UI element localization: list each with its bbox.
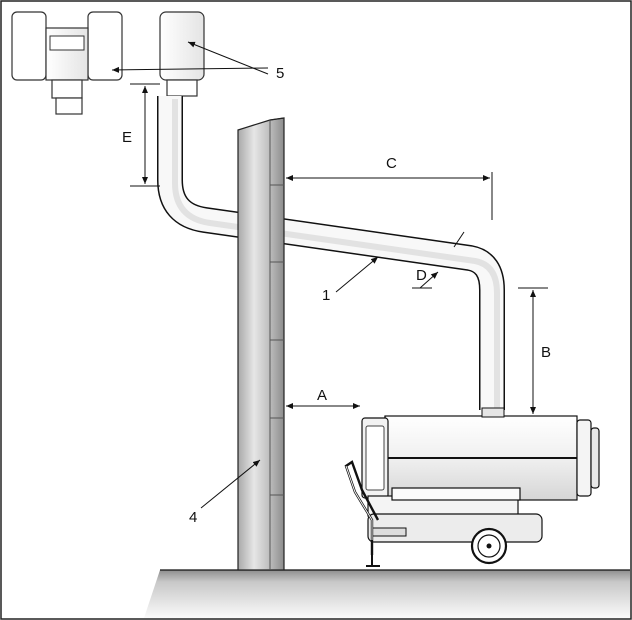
chimney-cap-left [11, 11, 123, 115]
label-dimension-a: A [317, 387, 327, 404]
dimension-d-marker [412, 271, 439, 289]
label-chimney-cap: 5 [276, 65, 284, 82]
label-dimension-b: B [541, 344, 551, 361]
label-dimension-c: C [386, 155, 397, 172]
label-dimension-d: D [416, 267, 427, 284]
label-flue-pipe: 1 [322, 287, 330, 304]
flue-pipe [157, 96, 505, 413]
label-dimension-e: E [122, 129, 132, 146]
wall [237, 117, 285, 571]
dimension-e [130, 83, 160, 187]
heater [344, 407, 600, 567]
leader-lines [111, 41, 465, 509]
dimension-b [518, 287, 548, 417]
chimney-cap-right [159, 11, 205, 97]
floor [144, 569, 630, 618]
dimension-c [286, 172, 493, 220]
label-wall: 4 [189, 509, 197, 526]
